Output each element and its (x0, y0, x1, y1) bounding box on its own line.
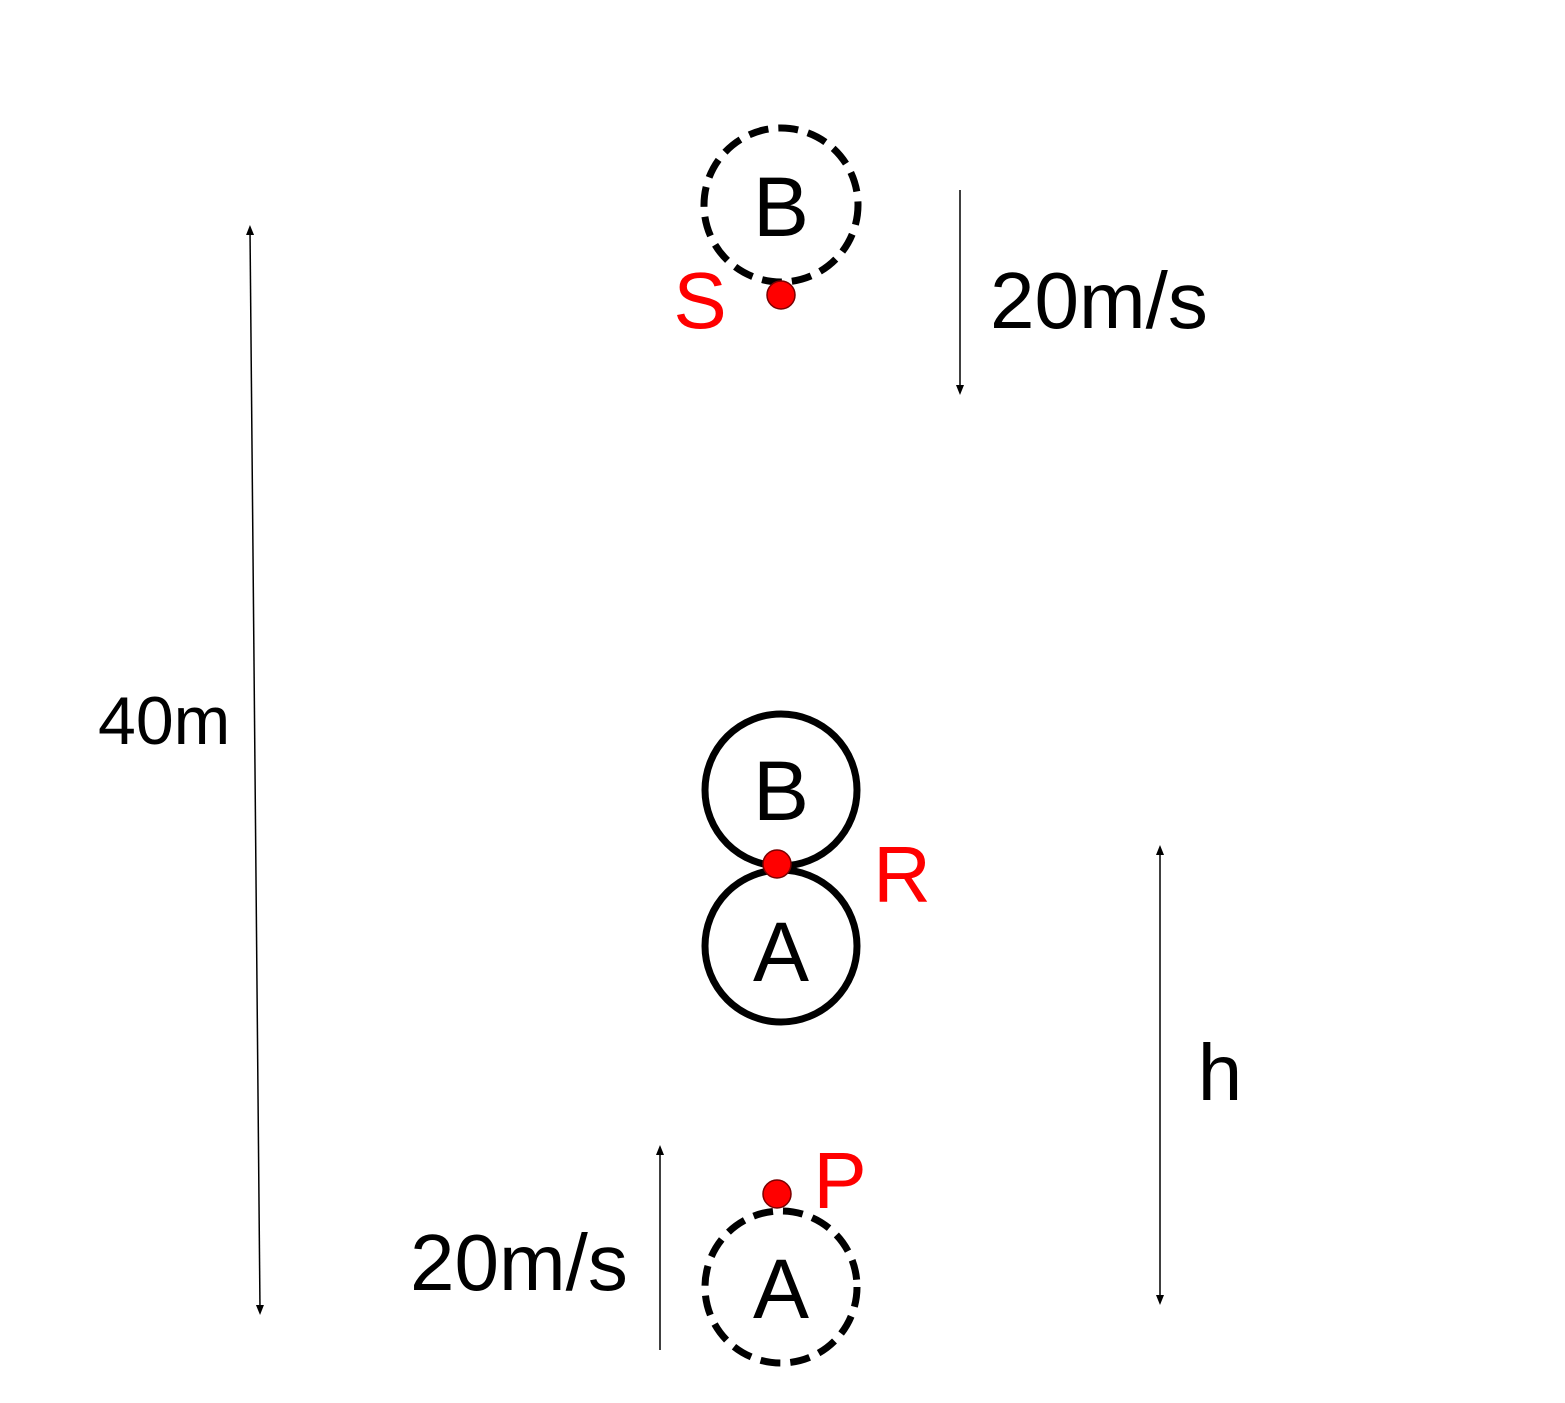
total-height-label: 40m (98, 683, 230, 759)
point-s-label: S (673, 256, 726, 345)
ball-b-velocity-label: 20m/s (990, 256, 1208, 345)
total-height-dimension-line (246, 225, 264, 1315)
point-r-marker-icon (762, 849, 792, 879)
point-p-marker-icon (762, 1179, 792, 1209)
meeting-height-label: h (1198, 1028, 1243, 1117)
ball-a-initial (701, 1207, 861, 1367)
ball-a-velocity-label: 20m/s (410, 1218, 628, 1307)
ball-b-meeting-label: B (753, 744, 809, 838)
point-p-label: P (813, 1136, 866, 1225)
point-r-label: R (873, 830, 931, 919)
point-s-marker-icon (766, 280, 796, 310)
ball-a-initial-label: A (753, 1242, 809, 1336)
ball-b-initial-label: B (753, 160, 809, 254)
ball-a-meeting-label: A (753, 905, 809, 999)
